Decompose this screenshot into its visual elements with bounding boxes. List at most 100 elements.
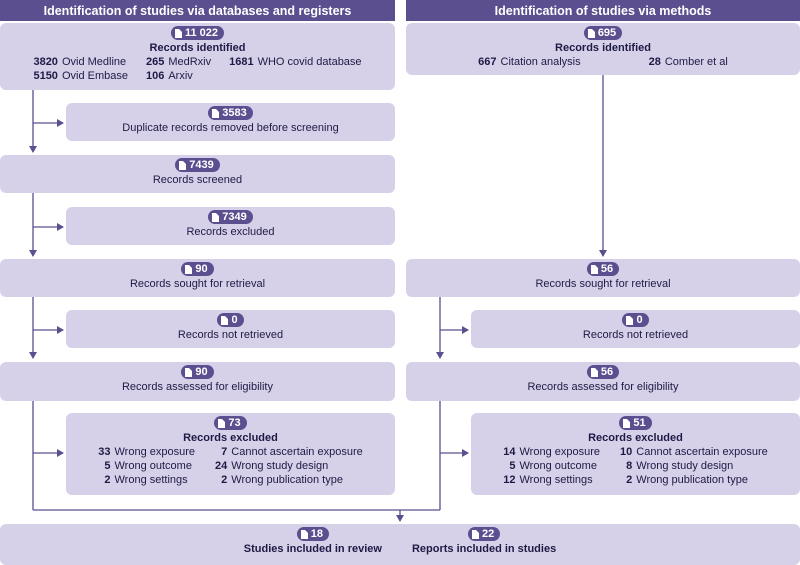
- excluded-count: 7349: [222, 211, 247, 223]
- reports-included-label: Reports included in studies: [411, 543, 557, 555]
- reason-count: 2: [626, 474, 633, 486]
- left-sought-count: 90: [195, 263, 208, 275]
- screened-badge: 7439: [175, 158, 220, 172]
- left-assessed-count: 90: [195, 366, 208, 378]
- document-icon: [212, 212, 220, 222]
- source-name: WHO covid database: [257, 56, 362, 68]
- studies-included-label: Studies included in review: [243, 543, 382, 555]
- reason-count: 33: [98, 446, 111, 458]
- document-icon: [300, 529, 308, 539]
- right-eligibility-excluded-box: 51 Records excluded 14 Wrong exposure 10…: [471, 413, 800, 495]
- reason-text: Cannot ascertain exposure: [636, 446, 768, 458]
- right-records-identified-box: 695 Records identified 667 Citation anal…: [406, 23, 800, 75]
- studies-included-count: 18: [310, 528, 323, 540]
- right-not-retrieved-box: 0 Records not retrieved: [471, 310, 800, 348]
- left-assessed-badge: 90: [181, 365, 214, 379]
- document-icon: [185, 264, 193, 274]
- left-elig-excluded-count: 73: [228, 417, 241, 429]
- right-assessed-box: 56 Records assessed for eligibility: [406, 362, 800, 401]
- right-header-text: Identification of studies via methods: [494, 3, 712, 18]
- right-assessed-badge: 56: [586, 365, 620, 379]
- reason-count: 7: [221, 446, 228, 458]
- right-assessed-count: 56: [600, 366, 614, 378]
- left-sought-label: Records sought for retrieval: [129, 278, 266, 290]
- duplicates-removed-box: 3583 Duplicate records removed before sc…: [66, 103, 395, 141]
- right-not-retrieved-label: Records not retrieved: [582, 329, 689, 341]
- document-icon: [185, 367, 193, 377]
- right-elig-excluded-badge: 51: [619, 416, 652, 430]
- reason-count: 12: [503, 474, 516, 486]
- right-not-retrieved-badge: 0: [622, 313, 649, 327]
- reason-text: Wrong publication type: [636, 474, 748, 486]
- source-name: Citation analysis: [500, 56, 581, 68]
- right-identified-count: 695: [597, 27, 617, 39]
- reason-count: 2: [104, 474, 111, 486]
- document-icon: [174, 28, 182, 38]
- records-screened-box: 7439 Records screened: [0, 155, 395, 193]
- reason-count: 5: [104, 460, 111, 472]
- source-count: 5150: [33, 70, 58, 82]
- reason-text: Wrong publication type: [231, 474, 343, 486]
- left-elig-excluded-badge: 73: [214, 416, 247, 430]
- left-records-identified-box: 11 022 Records identified 3820 Ovid Medl…: [0, 23, 395, 90]
- screened-label: Records screened: [152, 174, 243, 186]
- source-name: Ovid Medline: [61, 56, 127, 68]
- left-eligibility-excluded-box: 73 Records excluded 33 Wrong exposure 7 …: [66, 413, 395, 495]
- document-icon: [623, 418, 631, 428]
- reason-text: Wrong exposure: [114, 446, 196, 458]
- excluded-badge: 7349: [208, 210, 253, 224]
- right-sought-box: 56 Records sought for retrieval: [406, 259, 800, 297]
- left-identified-label: Records identified: [149, 42, 246, 54]
- document-icon: [626, 315, 634, 325]
- reason-text: Wrong settings: [114, 474, 188, 486]
- source-name: MedRxiv: [168, 56, 212, 68]
- reports-included-badge: 22: [467, 527, 501, 541]
- left-section-header: Identification of studies via databases …: [0, 0, 395, 21]
- source-name: Comber et al: [664, 56, 728, 68]
- reason-text: Wrong outcome: [114, 460, 192, 472]
- document-icon: [590, 367, 598, 377]
- source-count: 28: [648, 56, 661, 68]
- reason-text: Wrong outcome: [519, 460, 597, 472]
- left-header-text: Identification of studies via databases …: [43, 3, 352, 18]
- document-icon: [590, 264, 598, 274]
- source-count: 3820: [33, 56, 58, 68]
- left-not-retrieved-count: 0: [231, 314, 238, 326]
- reason-count: 10: [620, 446, 633, 458]
- left-not-retrieved-box: 0 Records not retrieved: [66, 310, 395, 348]
- right-sought-label: Records sought for retrieval: [535, 278, 671, 290]
- left-sources-list: 3820 Ovid Medline 265 MedRxiv 1681 WHO c…: [33, 55, 361, 83]
- reason-text: Wrong study design: [636, 460, 734, 472]
- document-icon: [587, 28, 595, 38]
- reason-text: Wrong exposure: [519, 446, 601, 458]
- left-identified-badge: 11 022: [170, 26, 225, 40]
- included-box: 18 Studies included in review 22 Reports…: [0, 524, 800, 565]
- records-excluded-box: 7349 Records excluded: [66, 207, 395, 245]
- studies-included-group: 18 Studies included in review: [244, 527, 382, 556]
- reports-included-count: 22: [481, 528, 495, 540]
- source-count: 106: [145, 70, 165, 82]
- left-assessed-box: 90 Records assessed for eligibility: [0, 362, 395, 401]
- reason-count: 24: [215, 460, 228, 472]
- duplicates-label: Duplicate records removed before screeni…: [122, 122, 339, 134]
- screened-count: 7439: [189, 159, 214, 171]
- source-name: Ovid Embase: [61, 70, 128, 82]
- duplicates-count: 3583: [222, 107, 247, 119]
- document-icon: [218, 418, 226, 428]
- reason-text: Wrong settings: [519, 474, 593, 486]
- right-sought-badge: 56: [586, 262, 620, 276]
- source-count: 667: [478, 56, 497, 68]
- right-elig-excluded-label: Records excluded: [588, 432, 683, 444]
- source-count: 1681: [229, 56, 254, 68]
- document-icon: [221, 315, 229, 325]
- source-count: 265: [145, 56, 165, 68]
- right-not-retrieved-count: 0: [636, 314, 643, 326]
- reason-count: 8: [626, 460, 633, 472]
- right-identified-badge: 695: [583, 26, 623, 40]
- duplicates-badge: 3583: [208, 106, 253, 120]
- right-identified-label: Records identified: [555, 42, 651, 54]
- right-sources-list: 667 Citation analysis 28 Comber et al: [478, 55, 728, 69]
- document-icon: [471, 529, 479, 539]
- left-not-retrieved-label: Records not retrieved: [177, 329, 284, 341]
- studies-included-badge: 18: [296, 527, 329, 541]
